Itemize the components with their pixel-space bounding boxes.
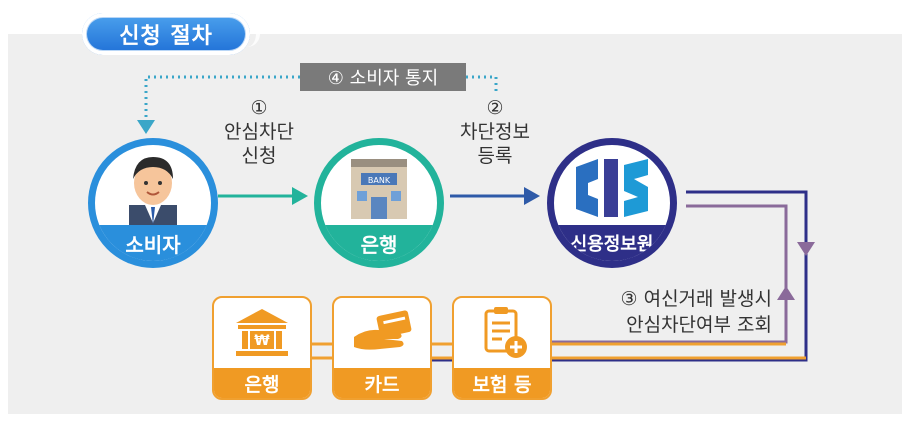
step1-number: ① <box>250 97 268 119</box>
bank-building-icon: ₩ <box>236 309 288 356</box>
step2-arrowhead <box>524 187 540 205</box>
insurance-document-icon <box>484 307 527 358</box>
step1-text-1: 안심차단 <box>224 121 294 143</box>
title-swoosh <box>238 21 260 47</box>
step3-text-2: 안심차단여부 조회 <box>626 314 772 336</box>
institution-insurance-label: 보험 등 <box>454 368 550 398</box>
institution-insurance: 보험 등 <box>452 296 552 400</box>
cis-query-line-inner <box>540 204 788 344</box>
down-arrowhead <box>797 242 815 256</box>
step3-text-1: ③ 여신거래 발생시 <box>620 288 772 310</box>
notify-arrowhead <box>137 120 155 134</box>
cis-node: 신용정보원 <box>547 138 677 268</box>
notify-dotted-line <box>466 75 498 92</box>
card-hand-icon <box>354 310 412 350</box>
step4-notify-label: ④ 소비자 통지 <box>300 63 466 91</box>
step1-label: ① 안심차단 신청 <box>214 96 304 168</box>
svg-text:₩: ₩ <box>254 333 270 349</box>
cis-logo-icon <box>576 159 648 217</box>
businessman-icon <box>129 157 177 235</box>
institution-card-label: 카드 <box>334 368 430 398</box>
step1-arrowhead <box>292 187 308 205</box>
institution-bank-label: 은행 <box>214 368 310 398</box>
svg-text:BANK: BANK <box>368 176 391 185</box>
consumer-label: 소비자 <box>95 225 211 261</box>
up-arrowhead <box>777 286 795 300</box>
step2-number: ② <box>486 97 504 119</box>
institution-card: 카드 <box>332 296 432 400</box>
institution-bank: ₩ 은행 <box>212 296 312 400</box>
consumer-node: 소비자 <box>88 138 218 268</box>
step2-label: ② 차단정보 등록 <box>450 96 540 168</box>
step2-text-2: 등록 <box>477 145 513 167</box>
cis-label: 신용정보원 <box>554 225 670 261</box>
page-title: 신청 절차 <box>82 13 260 55</box>
page-title-text: 신청 절차 <box>119 24 213 49</box>
step2-text-1: 차단정보 <box>460 121 530 143</box>
cis-query-line-outer <box>400 190 808 362</box>
bank-node: BANK 은행 <box>314 138 444 268</box>
step1-text-2: 신청 <box>241 145 277 167</box>
step3-query-label: ③ 여신거래 발생시 안심차단여부 조회 <box>546 286 772 338</box>
bank-building-icon: BANK <box>351 159 407 219</box>
bank-label: 은행 <box>321 225 437 261</box>
